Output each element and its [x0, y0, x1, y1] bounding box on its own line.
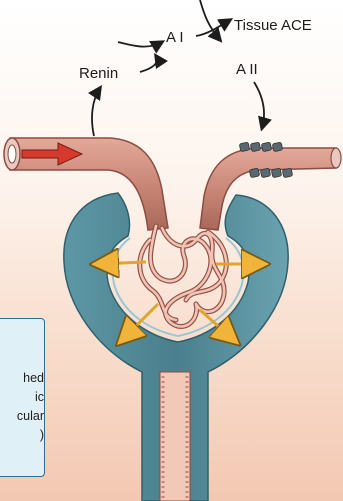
angiotensin-2-label: A II [236, 61, 258, 78]
angiotensin-1-label: A I [166, 29, 184, 46]
info-box-line-1: hed [23, 371, 44, 385]
info-box-line-2: ic [35, 390, 44, 404]
tissue-ace-label: Tissue ACE [234, 17, 312, 34]
info-box-line-4: ) [40, 428, 44, 442]
info-box-line-3: cular [17, 409, 44, 423]
renin-label: Renin [79, 65, 118, 82]
info-box: hed ic cular ) [0, 318, 45, 477]
